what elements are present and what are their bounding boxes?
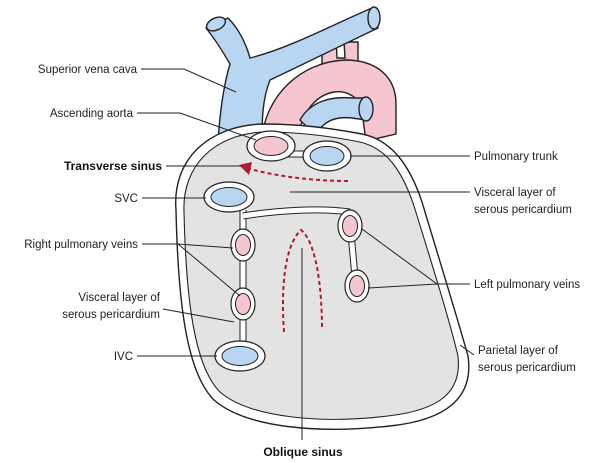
- left-pulmonary-vein-lower-lumen: [349, 275, 365, 297]
- right-pulmonary-vein-upper-lumen: [235, 234, 251, 256]
- svc-cut-end-right: [367, 6, 381, 30]
- superior-vena-cava-vessel: [204, 7, 379, 143]
- pulmonary-trunk-lumen: [309, 146, 345, 166]
- pulmonary-artery-cut-end: [358, 96, 374, 122]
- ascending-aorta-lumen: [253, 136, 289, 156]
- label-superior-vena-cava: Superior vena cava: [38, 64, 138, 76]
- oblique-sinus-arrow: [282, 228, 323, 333]
- label-oblique-sinus: Oblique sinus: [263, 445, 343, 459]
- ivc-opening-lumen: [221, 346, 259, 366]
- label-left-pulmonary-veins: Left pulmonary veins: [474, 279, 580, 291]
- svc-opening-lumen: [210, 187, 248, 207]
- label-visceral-layer-left-line2: serous pericardium: [62, 309, 160, 321]
- svc-cut-end-left: [205, 16, 227, 32]
- label-visceral-layer-left-line1: Visceral layer of: [78, 292, 160, 304]
- label-parietal-layer-line1: Parietal layer of: [478, 345, 559, 357]
- label-pulmonary-trunk: Pulmonary trunk: [474, 151, 558, 163]
- visceral-layer-surface: [183, 131, 459, 420]
- label-visceral-layer-right-line2: serous pericardium: [474, 204, 572, 216]
- label-svc: SVC: [114, 193, 138, 205]
- right-pulmonary-vein-lower-lumen: [235, 293, 251, 315]
- label-transverse-sinus: Transverse sinus: [64, 159, 162, 173]
- left-pulmonary-vein-upper-lumen: [342, 215, 358, 237]
- label-right-pulmonary-veins: Right pulmonary veins: [24, 239, 138, 251]
- label-ivc: IVC: [114, 351, 133, 363]
- aortic-arch: [261, 59, 397, 142]
- label-ascending-aorta: Ascending aorta: [50, 108, 134, 120]
- label-parietal-layer-line2: serous pericardium: [478, 362, 576, 374]
- transverse-sinus-arrow: [249, 168, 349, 182]
- leader-lines: [137, 68, 475, 440]
- label-visceral-layer-right-line1: Visceral layer of: [474, 187, 556, 199]
- transverse-sinus-arrowhead: [239, 162, 252, 175]
